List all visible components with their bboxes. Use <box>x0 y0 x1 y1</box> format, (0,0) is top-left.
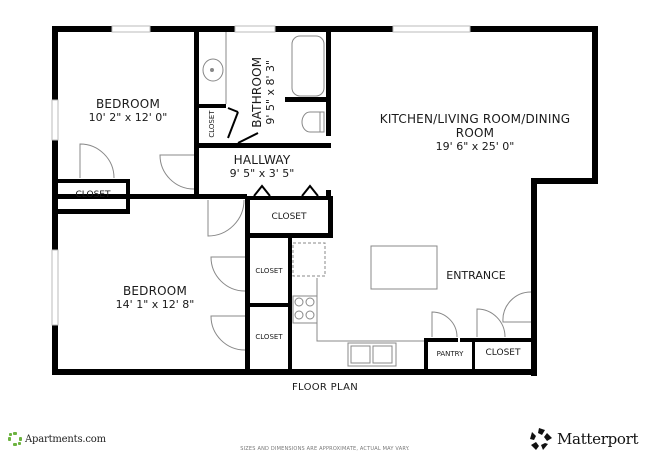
room-dimensions: 19' 6" x 25' 0" <box>435 139 515 153</box>
disclaimer: SIZES AND DIMENSIONS ARE APPROXIMATE, AC… <box>240 446 410 452</box>
matterport-icon <box>530 428 552 450</box>
room-kitchen-living-dining: KITCHEN/LIVING ROOM/DINING ROOM 19' 6" x… <box>360 112 590 153</box>
room-dimensions: 9' 5" x 8' 3" <box>263 59 277 125</box>
label-entrance: ENTRANCE <box>446 269 506 282</box>
label-pantry: PANTRY <box>436 350 464 358</box>
kitchen-island <box>370 245 438 290</box>
wall-bottom <box>52 369 537 375</box>
apartments-com-wordmark: Apartments.com <box>25 433 106 445</box>
room-bedroom-2: BEDROOM 14' 1" x 12' 8" <box>90 284 220 311</box>
floor-plan: BEDROOM 10' 2" x 12' 0" BATHROOM 9' 5" x… <box>51 25 598 376</box>
apartments-com-icon <box>8 432 22 446</box>
room-name: KITCHEN/LIVING ROOM/DINING <box>379 112 571 126</box>
room-bedroom-1: BEDROOM 10' 2" x 12' 0" <box>68 97 188 124</box>
label-closet-bath: CLOSET <box>207 110 216 138</box>
floor-plan-title: FLOOR PLAN <box>292 382 358 393</box>
windows <box>51 25 471 326</box>
room-name: BATHROOM <box>249 56 264 128</box>
matterport-wordmark: Matterport <box>557 430 639 448</box>
wall-right-upper <box>592 26 598 184</box>
room-bathroom: BATHROOM 9' 5" x 8' 3" <box>249 47 277 137</box>
room-name-line2: ROOM <box>455 125 495 140</box>
room-dimensions: 9' 5" x 3' 5" <box>229 166 295 180</box>
matterport-logo: Matterport <box>530 428 639 450</box>
label-closet-bedroom-2-upper: CLOSET <box>255 267 283 275</box>
wall-left <box>52 26 58 375</box>
label-closet-bedroom-1: CLOSET <box>75 190 111 200</box>
room-name: BEDROOM <box>95 97 161 111</box>
label-closet-entry: CLOSET <box>485 348 521 358</box>
room-hallway: HALLWAY 9' 5" x 3' 5" <box>212 153 312 180</box>
room-dimensions: 14' 1" x 12' 8" <box>115 297 195 311</box>
room-name: BEDROOM <box>122 284 188 298</box>
room-dimensions: 10' 2" x 12' 0" <box>88 110 168 124</box>
apartments-com-logo: Apartments.com <box>8 432 106 446</box>
label-closet-bedroom-2-lower: CLOSET <box>255 333 283 341</box>
label-closet-hallway: CLOSET <box>271 212 307 222</box>
room-name: HALLWAY <box>233 153 291 167</box>
floor-plan-drawing <box>51 25 598 376</box>
